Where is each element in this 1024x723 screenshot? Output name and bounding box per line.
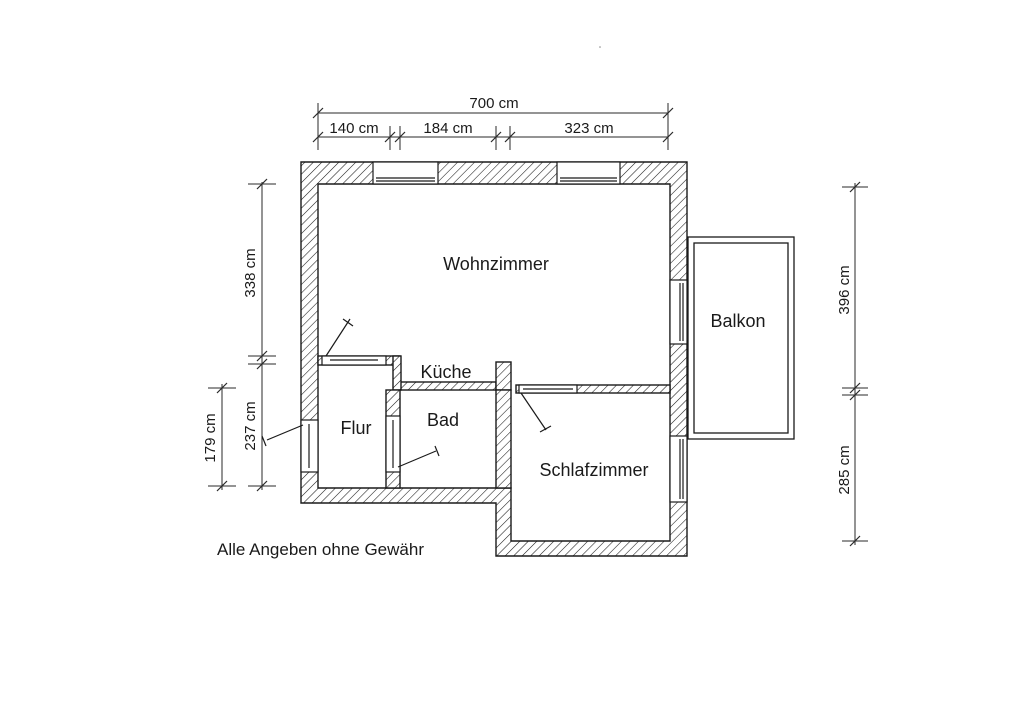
- balcony: [687, 236, 795, 440]
- room-hallway-label: Flur: [341, 418, 372, 438]
- right-dimensions: 396 cm 285 cm: [836, 181, 868, 547]
- top-dimensions: 700 cm 140 cm 184 cm 323 cm: [312, 95, 674, 150]
- doors: [261, 318, 578, 473]
- left-upper-label: 338 cm: [242, 248, 259, 297]
- door-living: [321, 318, 387, 366]
- exterior-walls: [300, 161, 688, 557]
- room-kitchen-label: Küche: [420, 362, 471, 382]
- right-lower-label: 285 cm: [836, 445, 853, 494]
- right-upper-label: 396 cm: [836, 265, 853, 314]
- segment-2-label: 184 cm: [423, 120, 472, 137]
- disclaimer-note: Alle Angeben ohne Gewähr: [217, 540, 424, 559]
- door-bedroom: [518, 384, 578, 433]
- segment-1-label: 140 cm: [329, 120, 378, 137]
- door-bathroom: [385, 415, 440, 473]
- balcony-door-living: [669, 279, 688, 345]
- total-width-label: 700 cm: [469, 95, 518, 112]
- windows: [372, 161, 688, 503]
- window-top-left: [372, 161, 439, 185]
- left-dimensions: 338 cm 237 cm 179 cm: [202, 178, 276, 492]
- room-living-label: Wohnzimmer: [443, 254, 549, 274]
- room-labels: Wohnzimmer Küche Flur Bad Schlafzimmer B…: [341, 254, 766, 480]
- door-entrance: [261, 419, 319, 473]
- room-bedroom-label: Schlafzimmer: [539, 460, 648, 480]
- left-lower-label: 237 cm: [242, 401, 259, 450]
- left-outer-label: 179 cm: [202, 413, 219, 462]
- room-bathroom-label: Bad: [427, 410, 459, 430]
- room-balcony-label: Balkon: [710, 311, 765, 331]
- window-bedroom-right: [669, 435, 688, 503]
- window-top-right: [556, 161, 621, 185]
- segment-3-label: 323 cm: [564, 120, 613, 137]
- speck: [599, 46, 601, 48]
